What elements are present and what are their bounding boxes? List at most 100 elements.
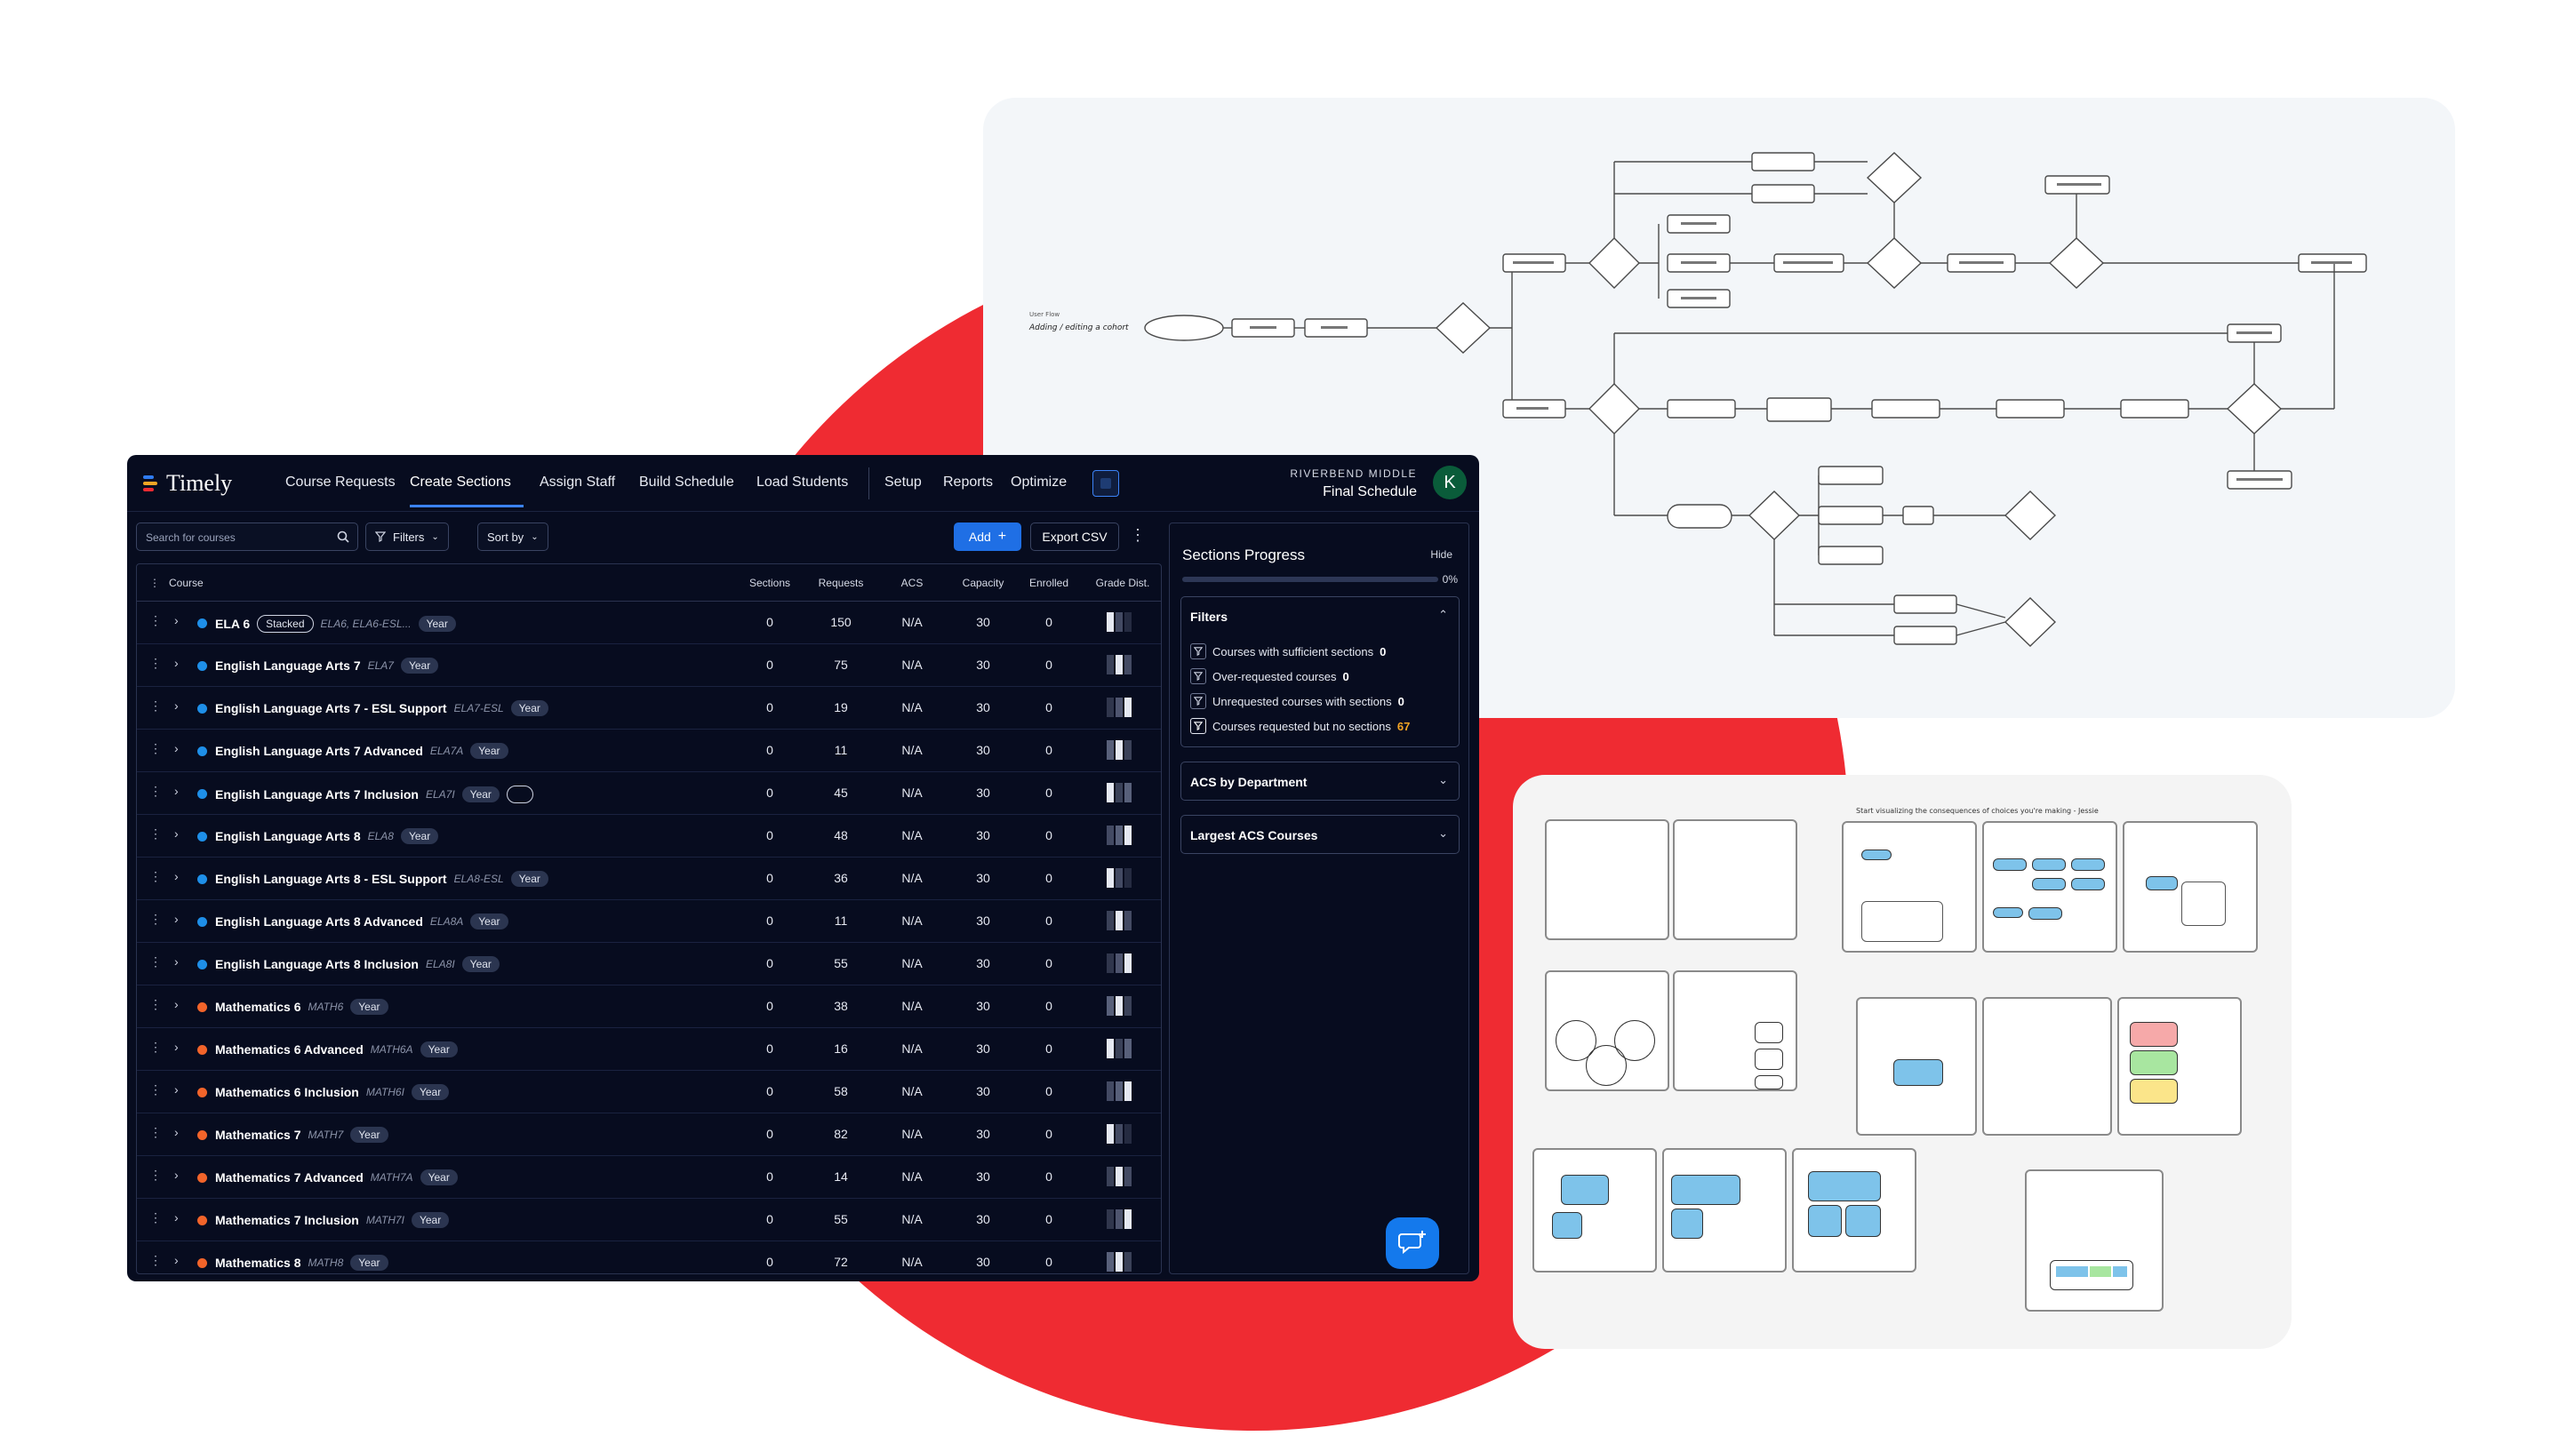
col-grade-dist[interactable]: Grade Dist. (1095, 577, 1150, 589)
chevron-right-icon[interactable]: › (174, 1040, 179, 1054)
nav-load-students[interactable]: Load Students (756, 475, 849, 490)
row-menu-icon[interactable]: ⋮ (149, 1125, 162, 1139)
chevron-right-icon[interactable]: › (174, 1125, 179, 1139)
chevron-right-icon[interactable]: › (174, 1253, 179, 1267)
nav-optimize[interactable]: Optimize (1011, 475, 1068, 490)
chevron-up-icon[interactable]: ⌃ (1438, 608, 1448, 621)
col-requests[interactable]: Requests (818, 577, 864, 589)
row-menu-icon[interactable]: ⋮ (149, 741, 162, 755)
row-menu-icon[interactable]: ⋮ (149, 1168, 162, 1182)
nav-reports[interactable]: Reports (943, 475, 994, 490)
row-menu-icon[interactable]: ⋮ (149, 656, 162, 670)
nav-create-sections[interactable]: Create Sections (410, 475, 511, 490)
chevron-right-icon[interactable]: › (174, 741, 179, 755)
chevron-right-icon[interactable]: › (174, 954, 179, 969)
col-enrolled[interactable]: Enrolled (1028, 577, 1069, 589)
row-menu-icon[interactable]: ⋮ (149, 784, 162, 798)
col-course[interactable]: Course (169, 577, 204, 589)
chevron-right-icon[interactable]: › (174, 1168, 179, 1182)
nav-setup[interactable]: Setup (884, 475, 922, 490)
chevron-right-icon[interactable]: › (174, 997, 179, 1011)
link-icon[interactable] (506, 786, 533, 803)
hide-panel-button[interactable]: Hide (1430, 548, 1452, 561)
row-menu-icon[interactable]: ⋮ (149, 997, 162, 1011)
row-menu-icon[interactable]: ⋮ (149, 1082, 162, 1097)
row-menu-icon[interactable]: ⋮ (149, 1210, 162, 1225)
add-button[interactable]: Add + (954, 523, 1021, 551)
export-csv-button[interactable]: Export CSV (1030, 523, 1119, 551)
row-menu-icon[interactable]: ⋮ (149, 1040, 162, 1054)
acs-by-department-accordion[interactable]: ACS by Department ⌄ (1180, 762, 1460, 801)
row-menu-icon[interactable]: ⋮ (149, 912, 162, 926)
school-info[interactable]: RIVERBEND MIDDLE Final Schedule (1290, 467, 1417, 500)
filters-title[interactable]: Filters (1190, 610, 1228, 624)
row-menu-icon[interactable]: ⋮ (149, 1253, 162, 1267)
nav-assign-staff[interactable]: Assign Staff (540, 475, 616, 490)
chevron-right-icon[interactable]: › (174, 826, 179, 841)
nav-build-schedule[interactable]: Build Schedule (639, 475, 734, 490)
row-menu-icon[interactable]: ⋮ (149, 869, 162, 883)
chevron-right-icon[interactable]: › (174, 869, 179, 883)
chevron-right-icon[interactable]: › (174, 698, 179, 713)
chevron-right-icon[interactable]: › (174, 1210, 179, 1225)
chevron-right-icon[interactable]: › (174, 1082, 179, 1097)
search-input[interactable]: Search for courses (136, 523, 358, 551)
row-menu-icon[interactable]: ⋮ (149, 698, 162, 713)
chevron-right-icon[interactable]: › (174, 656, 179, 670)
optimize-status-icon[interactable] (1092, 470, 1119, 497)
chat-support-button[interactable] (1386, 1217, 1439, 1269)
user-avatar[interactable]: K (1433, 466, 1467, 499)
col-sections[interactable]: Sections (748, 577, 791, 589)
largest-acs-accordion[interactable]: Largest ACS Courses ⌄ (1180, 815, 1460, 854)
chevron-right-icon[interactable]: › (174, 784, 179, 798)
nav-course-requests[interactable]: Course Requests (285, 475, 396, 490)
timely-logo[interactable]: Timely (143, 470, 232, 497)
chevron-right-icon[interactable]: › (174, 613, 179, 627)
row-menu-icon[interactable]: ⋮ (149, 954, 162, 969)
sort-button[interactable]: Sort by ⌄ (477, 523, 548, 551)
col-acs[interactable]: ACS (900, 577, 924, 589)
row-menu-icon[interactable]: ⋮ (149, 826, 162, 841)
chevron-right-icon[interactable]: › (174, 912, 179, 926)
col-capacity[interactable]: Capacity (962, 577, 1004, 589)
column-menu-icon[interactable]: ⋮ (149, 577, 160, 589)
filters-button[interactable]: Filters ⌄ (365, 523, 449, 551)
more-options-icon[interactable]: ⋮ (1130, 526, 1146, 544)
